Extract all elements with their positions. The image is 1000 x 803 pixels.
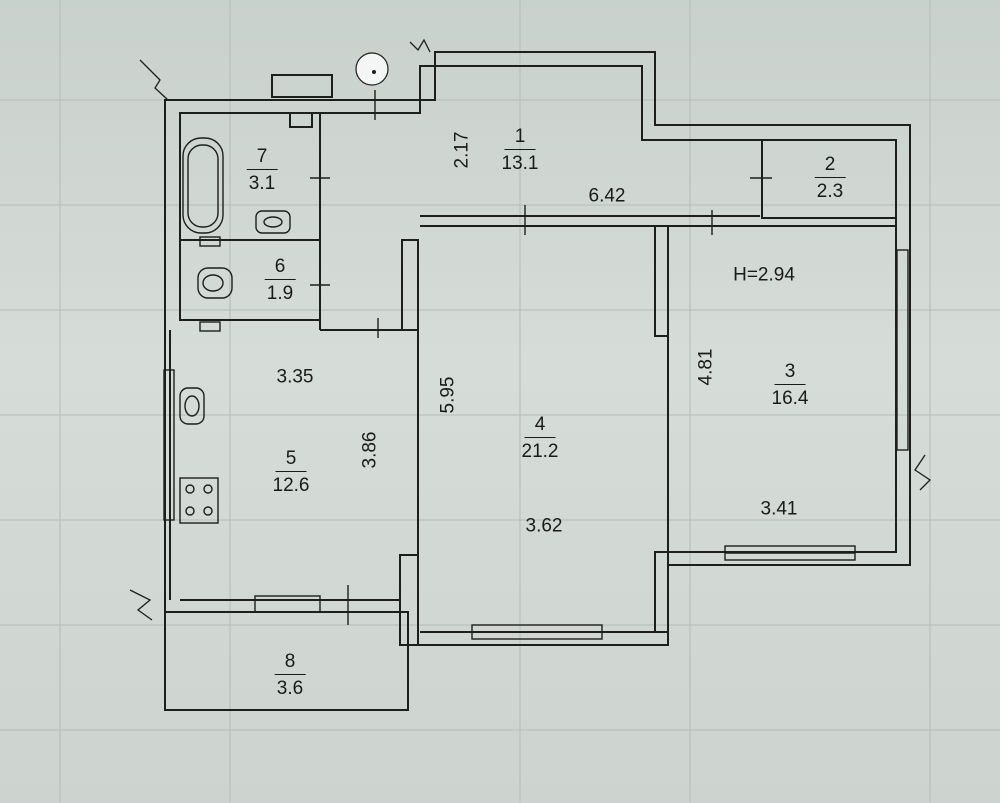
vent-shaft [289, 112, 313, 128]
room-number: 3 [774, 362, 806, 385]
room-3-4-wall-lower [654, 551, 669, 633]
toilet [197, 267, 233, 299]
room-number: 4 [524, 415, 556, 438]
kitchen-width-dimension: 3.35 [276, 366, 314, 388]
room-number: 7 [246, 147, 278, 170]
room-8-label: 8 3.6 [274, 652, 306, 699]
kitchen-side-window [163, 369, 175, 521]
room-3-label: 3 16.4 [772, 362, 809, 408]
room-number: 8 [274, 652, 306, 675]
room-3-width-dimension: 3.41 [760, 498, 798, 520]
washbasin-bowl [263, 216, 283, 228]
door-ticks [310, 90, 772, 625]
bathtub-inner [187, 144, 219, 228]
break-lines [129, 38, 932, 621]
room-area: 3.1 [248, 173, 276, 194]
room-number: 1 [504, 127, 536, 150]
room-number: 5 [275, 449, 307, 472]
kitchen-depth-dimension: 3.86 [359, 431, 381, 469]
room-4-width-dimension: 3.62 [525, 515, 563, 537]
fixtures [179, 137, 291, 524]
walls [164, 51, 911, 711]
ceiling-height-label: H=2.94 [733, 264, 795, 286]
room-3-4-wall-upper [654, 225, 669, 337]
room-area: 1.9 [266, 283, 294, 304]
room-4-label: 4 21.2 [522, 415, 559, 461]
room-number: 6 [264, 257, 296, 280]
windows [163, 249, 909, 640]
stove [179, 477, 219, 524]
room-2-label: 2 2.3 [814, 155, 846, 202]
room-6-walls [179, 239, 321, 321]
room-5-label: 5 12.6 [273, 449, 310, 495]
washbasin [255, 210, 291, 234]
kitchen-window [254, 595, 321, 613]
hall-length-dimension: 6.42 [588, 185, 626, 207]
room-2-walls [761, 139, 897, 219]
room-4-5-wall-upper [401, 239, 419, 331]
room-3-depth-dimension: 4.81 [695, 348, 717, 386]
room-4-depth-dimension: 5.95 [437, 376, 459, 414]
room-area: 3.6 [276, 678, 304, 699]
riser-marker [355, 52, 389, 86]
room-area: 12.6 [272, 475, 310, 496]
room-area: 21.2 [521, 441, 559, 462]
kitchen-sink-bowl [184, 395, 200, 417]
room-6-label: 6 1.9 [264, 257, 296, 304]
room-1-label: 1 13.1 [502, 127, 539, 173]
entry-niche [271, 74, 333, 98]
room-area: 16.4 [771, 388, 809, 409]
room-number: 2 [814, 155, 846, 178]
room-area: 2.3 [816, 181, 844, 202]
radiator [199, 236, 221, 247]
toilet-bowl [202, 274, 224, 292]
bathtub [182, 137, 224, 234]
kitchen-sink [179, 387, 205, 425]
room-area: 13.1 [501, 153, 539, 174]
room-7-label: 7 3.1 [246, 147, 278, 194]
room-3-side-window [896, 249, 909, 451]
hall-depth-dimension: 2.17 [451, 131, 473, 169]
radiator [199, 321, 221, 332]
